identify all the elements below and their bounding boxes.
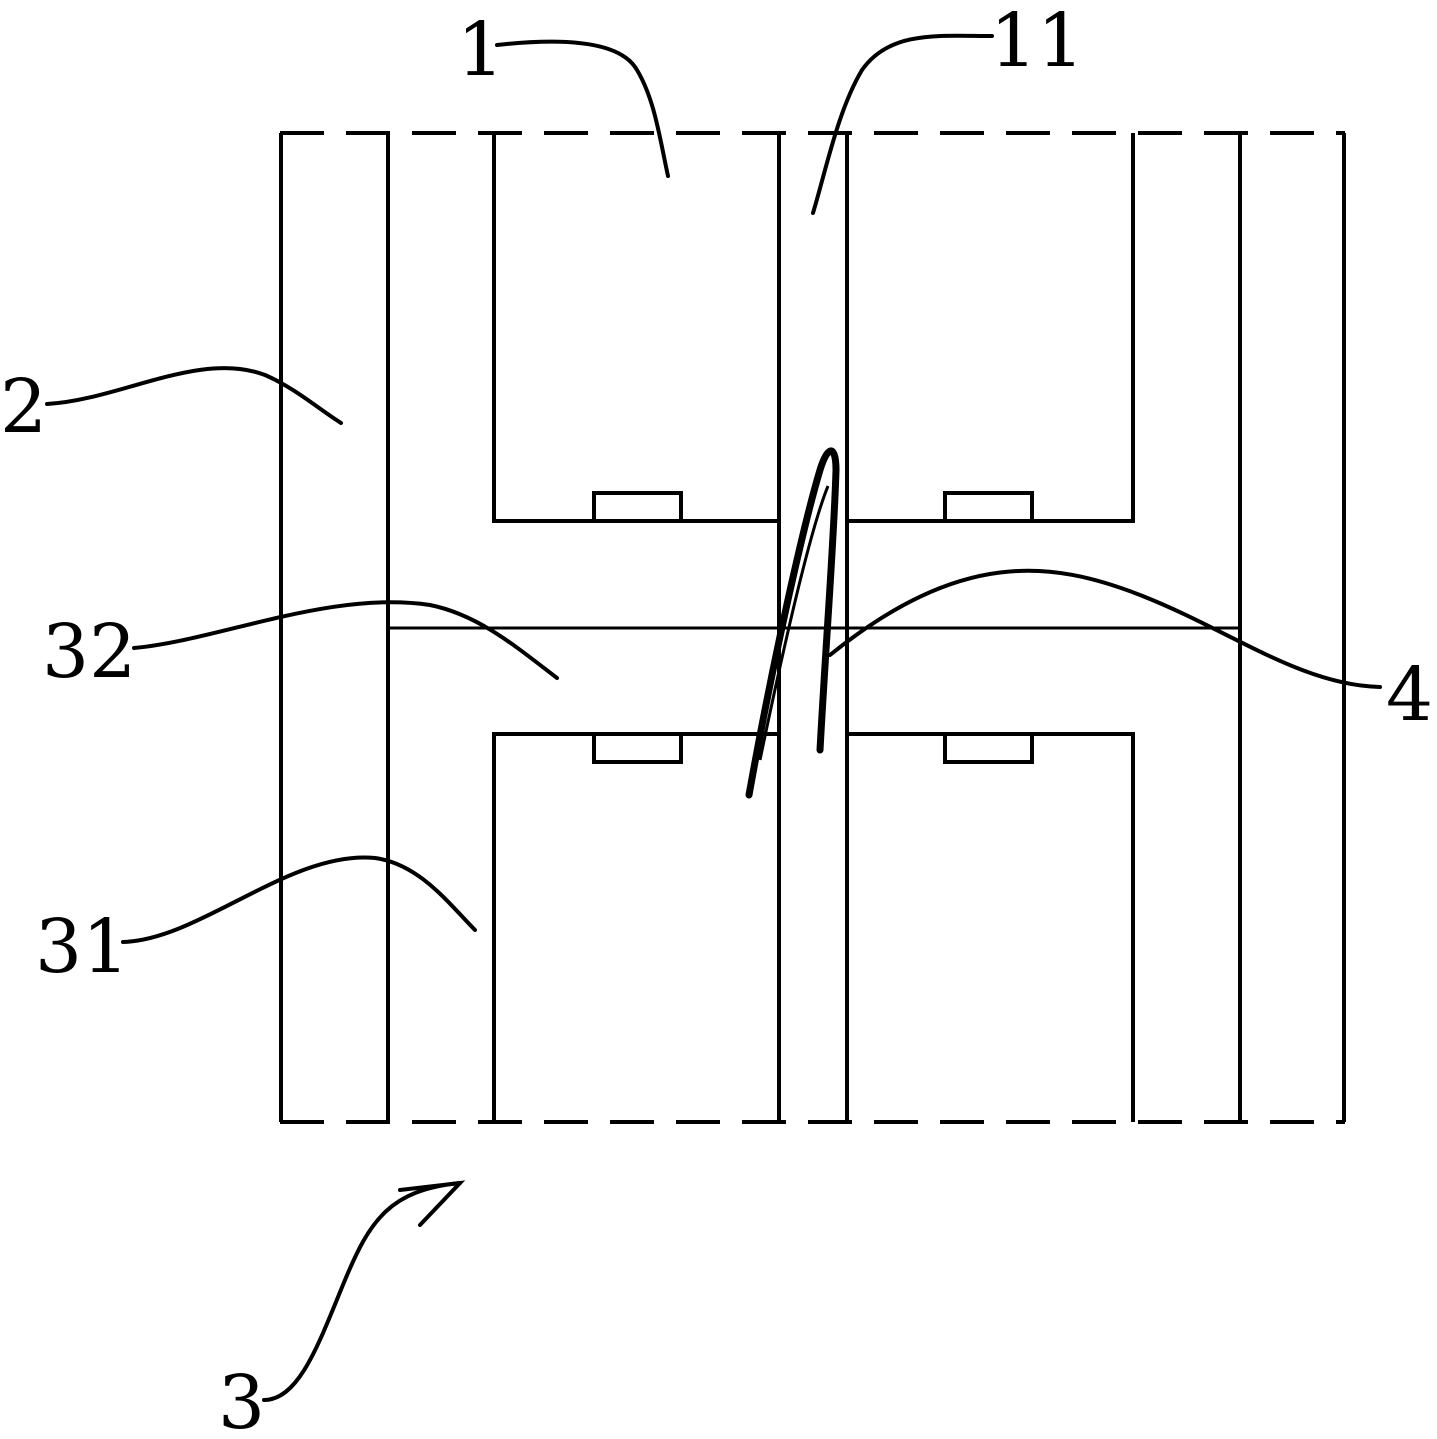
leader-4: [828, 568, 1382, 689]
label-11: 11: [990, 0, 1084, 84]
label-2: 2: [0, 364, 47, 450]
leader-1: [495, 39, 670, 178]
label-3: 3: [218, 1360, 265, 1439]
lower-left-pad: [592, 732, 683, 764]
upper-right-cell: [847, 133, 1135, 523]
leader-31: [121, 855, 477, 944]
label-31: 31: [35, 904, 129, 990]
label-1: 1: [457, 7, 504, 93]
label-32: 32: [42, 609, 136, 695]
lower-right-pad: [943, 732, 1034, 764]
leader-11: [811, 33, 994, 215]
leader-32: [132, 600, 559, 680]
upper-left-cell: [492, 133, 779, 523]
lower-left-cell: [492, 732, 779, 1122]
bonding-wire: [745, 447, 840, 799]
bonding-wire-inner: [758, 485, 830, 761]
upper-right-pad: [943, 491, 1034, 523]
leader-3-arrowhead: [398, 1180, 466, 1227]
lower-right-cell: [847, 732, 1135, 1122]
label-4: 4: [1386, 652, 1433, 738]
leader-3: [262, 1181, 462, 1402]
upper-left-pad: [592, 491, 683, 523]
leader-2: [45, 366, 343, 425]
